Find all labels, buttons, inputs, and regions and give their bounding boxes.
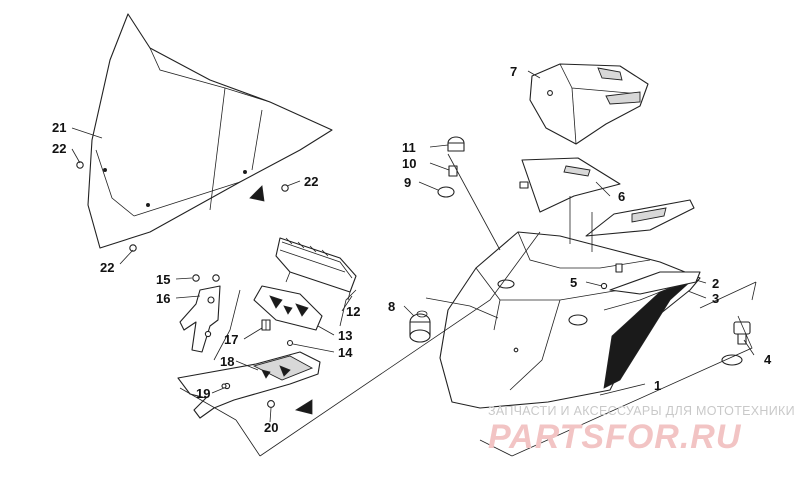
lens-lower-part [585, 199, 695, 237]
callout-1: 1 [654, 378, 661, 393]
direction-arrow-icon [294, 399, 313, 415]
top-cover-part [529, 63, 649, 145]
gauge-cluster-part [275, 237, 357, 301]
callout-8: 8 [388, 299, 395, 314]
callout-11: 11 [402, 140, 416, 155]
callout-10: 10 [402, 156, 416, 171]
callout-16: 16 [156, 291, 170, 306]
callout-20: 20 [264, 420, 278, 435]
nose-fairing-part [439, 231, 701, 409]
mount-nut-part [192, 274, 220, 282]
support-screw-part [221, 383, 275, 408]
knob-nut-part [437, 186, 455, 198]
callout-17: 17 [224, 332, 238, 347]
mount-bracket-part [179, 285, 221, 353]
callout-4: 4 [764, 352, 772, 367]
switch-part [409, 310, 431, 343]
windshield-part [87, 13, 333, 249]
knob-screw-part [448, 165, 458, 177]
light-socket-part [721, 321, 751, 366]
fairing-screw-part [600, 263, 623, 290]
watermark-tagline: ЗАПЧАСТИ И АКСЕССУАРЫ ДЛЯ МОТОТЕХНИКИ [488, 404, 795, 418]
direction-arrow-icon [249, 185, 265, 202]
bracket-washer-part [286, 339, 294, 347]
callout-14: 14 [338, 345, 353, 360]
callout-2: 2 [712, 276, 719, 291]
assembly-outline [179, 153, 757, 457]
callout-6: 6 [618, 189, 625, 204]
callout-7: 7 [510, 64, 517, 79]
callout-19: 19 [196, 386, 210, 401]
callout-22-a: 22 [52, 141, 66, 156]
support-bracket-part [177, 351, 321, 419]
knob-cap-part [447, 136, 465, 152]
callout-12: 12 [346, 304, 360, 319]
callout-3: 3 [712, 291, 719, 306]
lens-upper-part [519, 157, 621, 213]
side-trim-part [609, 271, 701, 295]
callout-13: 13 [338, 328, 352, 343]
callout-21: 21 [52, 120, 66, 135]
callout-22-b: 22 [304, 174, 318, 189]
callout-5: 5 [570, 275, 577, 290]
callout-18: 18 [220, 354, 234, 369]
callout-22-c: 22 [100, 260, 114, 275]
bracket-screw-part [261, 319, 271, 331]
watermark-logo: PARTSFOR.RU [488, 418, 742, 456]
callout-labels: 1 2 3 4 5 6 7 8 9 10 11 12 13 14 15 16 1… [52, 64, 772, 435]
windshield-screw-part [76, 161, 289, 252]
callout-9: 9 [404, 175, 411, 190]
gauge-bracket-part [253, 285, 323, 331]
callout-15: 15 [156, 272, 170, 287]
